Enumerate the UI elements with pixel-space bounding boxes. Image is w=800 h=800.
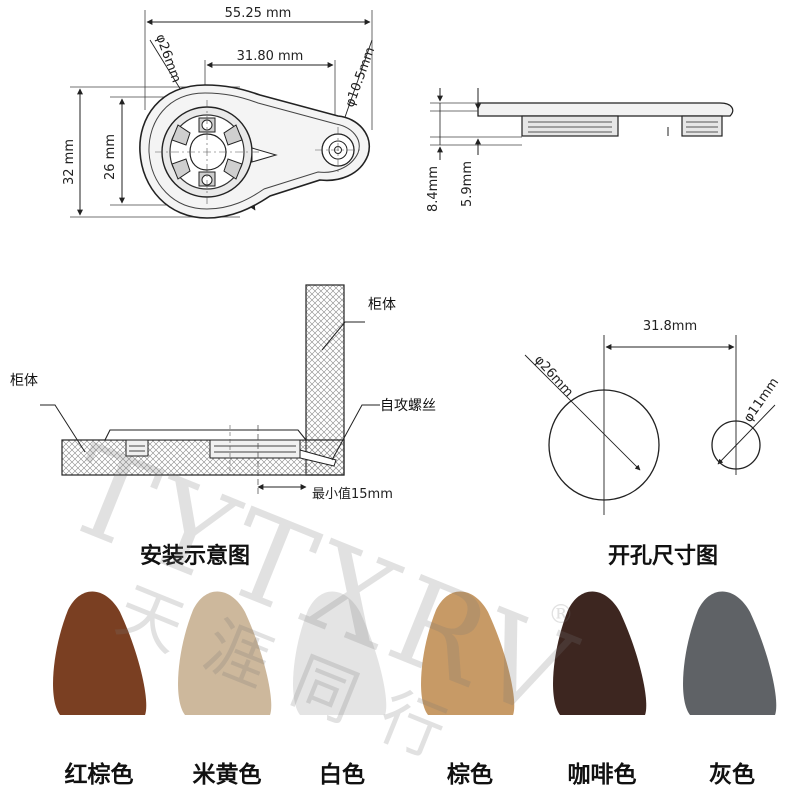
color-label-beige: 米黄色 [192, 762, 262, 788]
color-label-brown: 棕色 [447, 762, 493, 788]
swatch-gray [683, 591, 777, 715]
color-swatches [53, 591, 777, 715]
color-label-red-brown: 红棕色 [64, 762, 134, 788]
swatch-brown [421, 591, 515, 715]
hole-drawing [524, 335, 776, 515]
cabinet-label-left: 柜体 [10, 373, 38, 389]
install-drawing [40, 284, 380, 495]
swatch-red-brown [53, 591, 147, 715]
body-height-label: 26 mm [103, 134, 118, 180]
min-value-label: 最小值15mm [312, 486, 393, 502]
hole-center-distance-label: 31.8mm [643, 319, 697, 334]
color-label-coffee: 咖啡色 [567, 762, 637, 788]
color-label-gray: 灰色 [709, 762, 755, 788]
swatch-coffee [553, 591, 647, 715]
overall-height-label: 32 mm [62, 139, 77, 185]
total-height-label: 8.4mm [426, 166, 441, 212]
install-caption: 安装示意图 [140, 544, 251, 569]
big-hole-diameter-label: φ26mm [152, 32, 183, 85]
cabinet-label-top: 柜体 [368, 297, 396, 313]
body-height-side-label: 5.9mm [460, 161, 475, 207]
hole-small-diameter-label: φ11mm [741, 375, 782, 425]
color-label-white: 白色 [319, 762, 365, 788]
overall-width-label: 55.25 mm [225, 6, 292, 21]
small-hole-diameter-label: φ10.5mm [343, 45, 379, 109]
swatch-white [293, 591, 387, 715]
hole-caption: 开孔尺寸图 [608, 544, 719, 569]
swatch-beige [178, 591, 272, 715]
screw-label: 自攻螺丝 [380, 398, 436, 414]
center-distance-label: 31.80 mm [237, 49, 304, 64]
side-view-drawing [430, 88, 734, 160]
hole-big-diameter-label: φ26mm [531, 353, 576, 401]
top-view-drawing [70, 10, 373, 219]
